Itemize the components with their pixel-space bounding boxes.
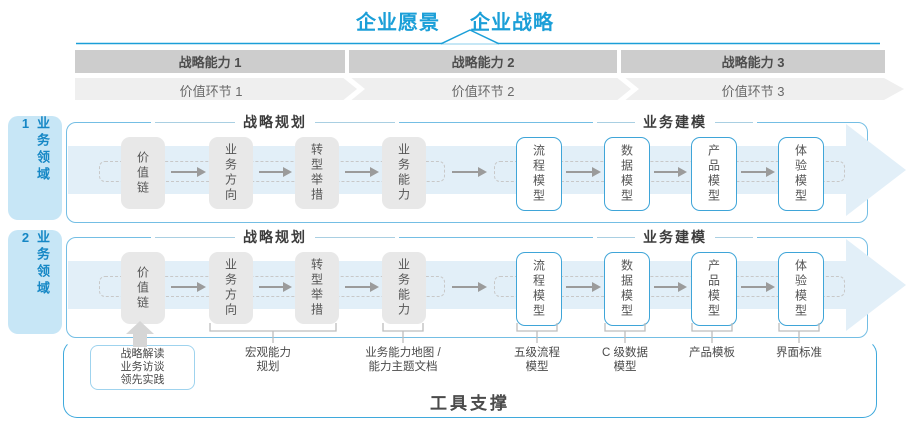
tools-support-container: 工具支撑 <box>63 340 877 418</box>
value-link-label-3: 价值环节 3 <box>721 84 785 99</box>
annotation-ui-standard: 界面标准 <box>776 347 822 359</box>
divider <box>315 121 395 123</box>
domain-lane-1: 战略规划 业务建模 价值链 业务方向 转型举措 业务能力 流程模型 数据模型 产… <box>66 112 906 223</box>
planning-section-title: 战略规划 <box>151 112 399 132</box>
box-transformation-initiatives: 转型举措 <box>295 137 339 209</box>
annotation-capability-map: 业务能力地图 / 能力主题文档 <box>365 347 441 373</box>
capability-bar-1: 战略能力 1 <box>75 50 345 73</box>
domain-tab-1: 业务领域 1 <box>8 116 62 220</box>
flow-arrow-icon <box>345 167 379 176</box>
flow-arrow-icon <box>654 167 687 176</box>
modeling-section-title: 业务建模 <box>593 112 757 132</box>
box-business-direction: 业务方向 <box>209 137 253 209</box>
divider <box>597 236 635 238</box>
flow-arrow-icon <box>654 282 687 291</box>
planning-dashed-group <box>99 161 445 182</box>
tools-support-label: 工具支撑 <box>430 394 510 413</box>
box-product-model: 产品模型 <box>691 252 737 326</box>
strategy-title: 企业战略 <box>470 12 554 34</box>
box-business-capability: 业务能力 <box>382 137 426 209</box>
divider <box>715 236 753 238</box>
flow-arrow-icon <box>452 167 487 176</box>
source-line: 领先实践 <box>120 374 165 386</box>
capability-bar-3: 战略能力 3 <box>621 50 885 73</box>
modeling-title-text: 业务建模 <box>643 229 707 245</box>
box-value-chain: 价值链 <box>121 137 165 209</box>
modeling-dashed-group <box>494 276 845 297</box>
vision-title: 企业愿景 <box>356 12 440 34</box>
modeling-title-text: 业务建模 <box>643 114 707 130</box>
flow-arrow-icon <box>741 282 775 291</box>
flow-arrow-icon <box>345 282 379 291</box>
flow-arrow-icon <box>741 167 775 176</box>
box-process-model: 流程模型 <box>516 252 562 326</box>
domain-lane-2: 战略规划 业务建模 价值链 业务方向 转型举措 业务能力 流程模型 数据模型 产… <box>66 227 906 338</box>
domain-tab-label: 业务领域 2 <box>18 230 50 298</box>
annotation-macro-capability: 宏观能力 规划 <box>245 347 291 373</box>
flow-arrow-icon <box>566 167 601 176</box>
box-data-model: 数据模型 <box>604 137 650 211</box>
divider <box>315 236 395 238</box>
strategy-input-box: 战略解读 业务访谈 领先实践 <box>90 345 195 390</box>
divider <box>155 236 235 238</box>
box-product-model: 产品模型 <box>691 137 737 211</box>
annotation-process-model: 五级流程 模型 <box>514 347 560 373</box>
box-value-chain: 价值链 <box>121 252 165 324</box>
domain-tab-2: 业务领域 2 <box>8 230 62 334</box>
flow-arrowhead-icon <box>846 124 906 216</box>
box-data-model: 数据模型 <box>604 252 650 326</box>
annotation-product-template: 产品模板 <box>689 347 735 359</box>
box-process-model: 流程模型 <box>516 137 562 211</box>
flow-arrow-icon <box>259 167 292 176</box>
modeling-dashed-group <box>494 161 845 182</box>
annotation-data-model: C 级数据 模型 <box>602 347 648 373</box>
planning-dashed-group <box>99 276 445 297</box>
capability-bar-2: 战略能力 2 <box>349 50 617 73</box>
divider <box>155 121 235 123</box>
divider <box>597 121 635 123</box>
flow-arrowhead-icon <box>846 239 906 331</box>
chevron-separator-icon <box>343 74 365 104</box>
divider <box>715 121 753 123</box>
planning-section-title: 战略规划 <box>151 227 399 247</box>
domain-tab-label: 业务领域 1 <box>18 116 50 184</box>
box-transformation-initiatives: 转型举措 <box>295 252 339 324</box>
flow-arrow-icon <box>452 282 487 291</box>
chevron-separator-icon <box>617 74 639 104</box>
value-link-label-1: 价值环节 1 <box>179 84 243 99</box>
box-experience-model: 体验模型 <box>778 252 824 326</box>
box-business-direction: 业务方向 <box>209 252 253 324</box>
source-line: 业务访谈 <box>120 361 165 373</box>
page-title: 企业愿景 企业战略 <box>0 6 910 35</box>
flow-arrow-icon <box>566 282 601 291</box>
source-line: 战略解读 <box>120 348 165 360</box>
box-experience-model: 体验模型 <box>778 137 824 211</box>
modeling-section-title: 业务建模 <box>593 227 757 247</box>
planning-title-text: 战略规划 <box>243 114 307 130</box>
flow-arrow-icon <box>171 282 206 291</box>
value-link-label-2: 价值环节 2 <box>451 84 515 99</box>
flow-arrow-icon <box>259 282 292 291</box>
planning-title-text: 战略规划 <box>243 229 307 245</box>
flow-arrow-icon <box>171 167 206 176</box>
box-business-capability: 业务能力 <box>382 252 426 324</box>
